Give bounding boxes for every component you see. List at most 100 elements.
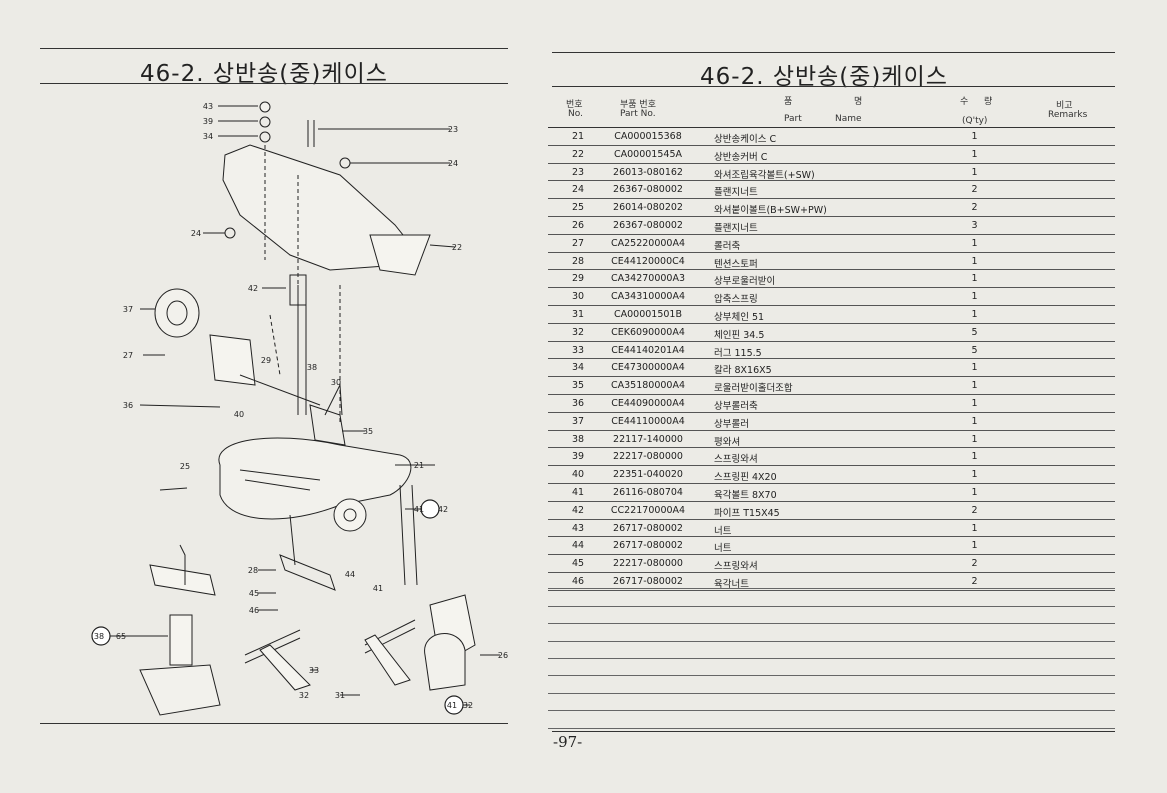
row-number: 23 bbox=[571, 166, 585, 178]
page-number: -97- bbox=[553, 733, 583, 751]
row-part-name: 너트 bbox=[714, 543, 732, 555]
blank-table-rows bbox=[548, 572, 1115, 729]
right-page-bottom-rule bbox=[552, 731, 1115, 732]
left-page-title: 46-2. 상반송(중)케이스 bbox=[140, 61, 388, 87]
callout-label: 26 bbox=[498, 651, 508, 660]
blank-row bbox=[548, 624, 1115, 642]
row-quantity: 5 bbox=[971, 344, 978, 356]
callout-label: 27 bbox=[123, 351, 133, 360]
callout-label: 32 bbox=[463, 701, 473, 710]
row-quantity: 1 bbox=[971, 291, 978, 303]
blank-row bbox=[548, 572, 1115, 590]
row-quantity: 1 bbox=[971, 469, 978, 481]
row-part-name: 스프링와셔 bbox=[714, 454, 758, 466]
table-header: 번호 No. 부품 번호 Part No. 품 명 Part Name 수 량 … bbox=[548, 92, 1115, 126]
row-part-number: CE44110000A4 bbox=[611, 415, 685, 427]
lower-bracket bbox=[149, 564, 216, 596]
callout-label: 21 bbox=[414, 461, 424, 470]
row-part-name: 평와셔 bbox=[714, 436, 741, 448]
circled-ref-41-b bbox=[444, 695, 464, 715]
left-page-bottom-rule bbox=[40, 723, 508, 724]
row-part-number: CA34310000A4 bbox=[610, 291, 686, 303]
row-part-number: 26367-080002 bbox=[613, 184, 683, 196]
callout-label: 42 bbox=[248, 284, 258, 293]
table-row: 32 CEK6090000A4 체인핀 34.5 5 bbox=[548, 324, 1115, 342]
row-part-number: 26367-080002 bbox=[613, 219, 683, 231]
row-part-name: 상부롤러축 bbox=[714, 400, 758, 412]
row-part-number: CA35180000A4 bbox=[610, 380, 686, 392]
callout-label: 34 bbox=[203, 132, 213, 141]
row-part-name: 육각너트 bbox=[714, 578, 749, 590]
row-part-name: 체인핀 34.5 bbox=[714, 329, 765, 341]
row-quantity: 2 bbox=[971, 202, 978, 214]
shaft bbox=[297, 285, 307, 415]
blank-row bbox=[548, 659, 1115, 677]
row-number: 27 bbox=[571, 237, 585, 249]
row-number: 29 bbox=[571, 273, 585, 285]
lug-33 bbox=[259, 644, 311, 691]
header-part-no-ko: 부품 번호 bbox=[620, 100, 656, 110]
callout-label: 23 bbox=[448, 125, 458, 134]
row-part-number: CA00001501B bbox=[613, 308, 682, 320]
header-name-ko-2: 명 bbox=[854, 97, 863, 107]
callout-label: 24 bbox=[448, 159, 458, 168]
header-remarks-en: Remarks bbox=[1048, 110, 1088, 120]
nut-43 bbox=[259, 101, 271, 113]
row-part-name: 파이프 T15X45 bbox=[714, 507, 780, 519]
callout-label: 22 bbox=[452, 243, 462, 252]
row-quantity: 1 bbox=[971, 131, 978, 142]
row-part-number: 26014-080202 bbox=[613, 202, 683, 214]
bolt-23 bbox=[307, 120, 315, 147]
row-quantity: 1 bbox=[971, 540, 978, 552]
row-number: 32 bbox=[571, 326, 585, 338]
rod bbox=[399, 484, 418, 586]
row-number: 35 bbox=[571, 380, 585, 392]
row-part-number: CE44120000C4 bbox=[611, 255, 685, 267]
row-quantity: 1 bbox=[971, 522, 978, 534]
blank-row bbox=[548, 642, 1115, 659]
washer-39 bbox=[259, 116, 271, 128]
callout-label: 46 bbox=[249, 606, 259, 615]
row-part-number: CEK6090000A4 bbox=[611, 326, 685, 338]
row-part-number: 22217-080000 bbox=[613, 558, 683, 570]
callout-label: 30 bbox=[331, 378, 341, 387]
header-qty-ko-1: 수 bbox=[960, 97, 969, 107]
callout-label: 41 bbox=[373, 584, 383, 593]
header-qty-en: (Q'ty) bbox=[962, 116, 988, 126]
header-qty-ko-2: 량 bbox=[984, 97, 993, 107]
row-quantity: 1 bbox=[971, 273, 978, 285]
header-no-en: No. bbox=[568, 109, 583, 119]
row-part-name: 압축스프링 bbox=[714, 294, 758, 306]
cover-22 bbox=[369, 234, 431, 276]
row-quantity: 1 bbox=[971, 166, 978, 178]
table-header-rule bbox=[548, 127, 1115, 128]
row-quantity: 1 bbox=[971, 148, 978, 160]
row-number: 33 bbox=[571, 344, 585, 356]
callout-label: 65 bbox=[116, 632, 126, 641]
row-part-number: 26717-080002 bbox=[613, 575, 683, 587]
washer-34 bbox=[259, 131, 271, 143]
row-number: 37 bbox=[571, 415, 585, 427]
row-part-number: 26013-080162 bbox=[613, 166, 683, 178]
row-quantity: 3 bbox=[971, 219, 978, 231]
callout-label: 29 bbox=[261, 356, 271, 365]
bracket-29 bbox=[209, 334, 256, 386]
row-quantity: 5 bbox=[971, 326, 978, 338]
holder-35 bbox=[309, 404, 346, 446]
row-quantity: 1 bbox=[971, 362, 978, 374]
row-part-name: 와셔붙이볼트(B+SW+PW) bbox=[714, 205, 827, 217]
row-part-name: 스프링와셔 bbox=[714, 561, 758, 573]
row-number: 26 bbox=[571, 219, 585, 231]
right-page-title: 46-2. 상반송(중)케이스 bbox=[700, 64, 948, 90]
